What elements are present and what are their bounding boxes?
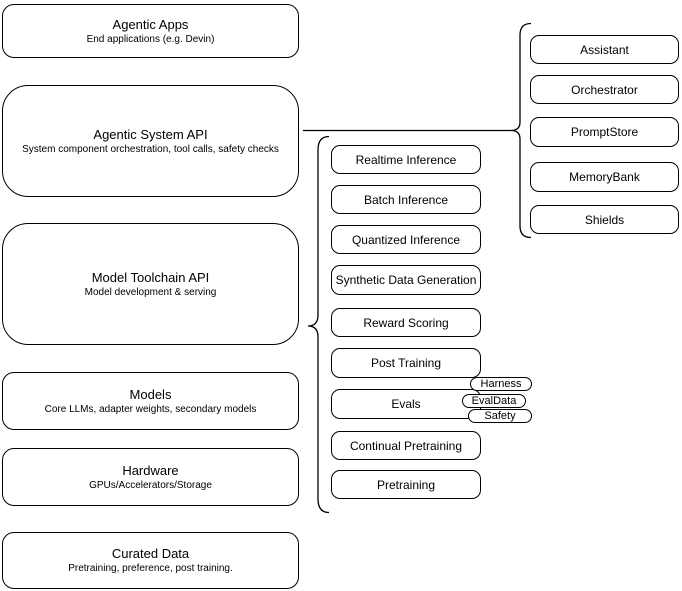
node-pretraining: Pretraining bbox=[331, 470, 481, 499]
node-title: Models bbox=[129, 386, 172, 402]
node-label: MemoryBank bbox=[569, 170, 640, 184]
node-label: Shields bbox=[584, 212, 625, 227]
node-title: Model Toolchain API bbox=[91, 269, 210, 285]
node-assistant: Assistant bbox=[530, 35, 679, 64]
node-label: Batch Inference bbox=[363, 192, 449, 207]
tag-harness: Harness bbox=[470, 377, 532, 391]
tag-label: Harness bbox=[480, 378, 522, 390]
node-subtitle: GPUs/Accelerators/Storage bbox=[89, 479, 212, 491]
brace-toolchain-components bbox=[307, 135, 330, 514]
node-promptstore: PromptStore bbox=[530, 117, 679, 147]
node-subtitle: Pretraining, preference, post training. bbox=[68, 563, 233, 574]
node-subtitle: End applications (e.g. Devin) bbox=[86, 33, 215, 45]
node-label: Reward Scoring bbox=[363, 315, 449, 330]
node-label: Post Training bbox=[370, 356, 442, 370]
node-label: Orchestrator bbox=[571, 82, 638, 97]
tag-safety: Safety bbox=[468, 409, 532, 423]
node-label: Assistant bbox=[580, 42, 629, 57]
node-synthetic-data-generation: Synthetic Data Generation bbox=[331, 265, 481, 295]
node-label: Synthetic Data Generation bbox=[335, 273, 477, 287]
node-agentic-apps: Agentic Apps End applications (e.g. Devi… bbox=[2, 4, 299, 58]
node-title: Curated Data bbox=[111, 546, 190, 561]
node-orchestrator: Orchestrator bbox=[530, 75, 679, 104]
node-subtitle: Core LLMs, adapter weights, secondary mo… bbox=[44, 403, 257, 415]
node-label: Evals bbox=[391, 397, 421, 411]
node-post-training: Post Training bbox=[331, 348, 481, 378]
node-title: Agentic System API bbox=[93, 126, 208, 142]
node-agentic-system-api: Agentic System API System component orch… bbox=[2, 85, 299, 197]
node-shields: Shields bbox=[530, 205, 679, 234]
tag-label: EvalData bbox=[471, 395, 517, 407]
node-continual-pretraining: Continual Pretraining bbox=[331, 431, 481, 460]
brace-system-components bbox=[510, 22, 532, 239]
node-label: PromptStore bbox=[570, 125, 639, 139]
node-title: Agentic Apps bbox=[112, 16, 189, 32]
node-title: Hardware bbox=[122, 462, 179, 478]
tag-label: Safety bbox=[484, 410, 516, 422]
node-label: Continual Pretraining bbox=[349, 438, 463, 453]
node-label: Realtime Inference bbox=[355, 152, 457, 167]
node-curated-data: Curated Data Pretraining, preference, po… bbox=[2, 532, 299, 589]
node-models: Models Core LLMs, adapter weights, secon… bbox=[2, 372, 299, 430]
node-label: Quantized Inference bbox=[351, 232, 461, 247]
node-subtitle: Model development & serving bbox=[84, 286, 217, 298]
node-quantized-inference: Quantized Inference bbox=[331, 225, 481, 254]
node-model-toolchain-api: Model Toolchain API Model development & … bbox=[2, 223, 299, 345]
node-realtime-inference: Realtime Inference bbox=[331, 145, 481, 174]
tag-evaldata: EvalData bbox=[462, 394, 526, 408]
node-memorybank: MemoryBank bbox=[530, 162, 679, 192]
node-reward-scoring: Reward Scoring bbox=[331, 308, 481, 337]
node-label: Pretraining bbox=[376, 477, 436, 492]
node-evals: Evals bbox=[331, 389, 481, 419]
node-hardware: Hardware GPUs/Accelerators/Storage bbox=[2, 448, 299, 506]
node-subtitle: System component orchestration, tool cal… bbox=[22, 143, 279, 155]
node-batch-inference: Batch Inference bbox=[331, 185, 481, 214]
